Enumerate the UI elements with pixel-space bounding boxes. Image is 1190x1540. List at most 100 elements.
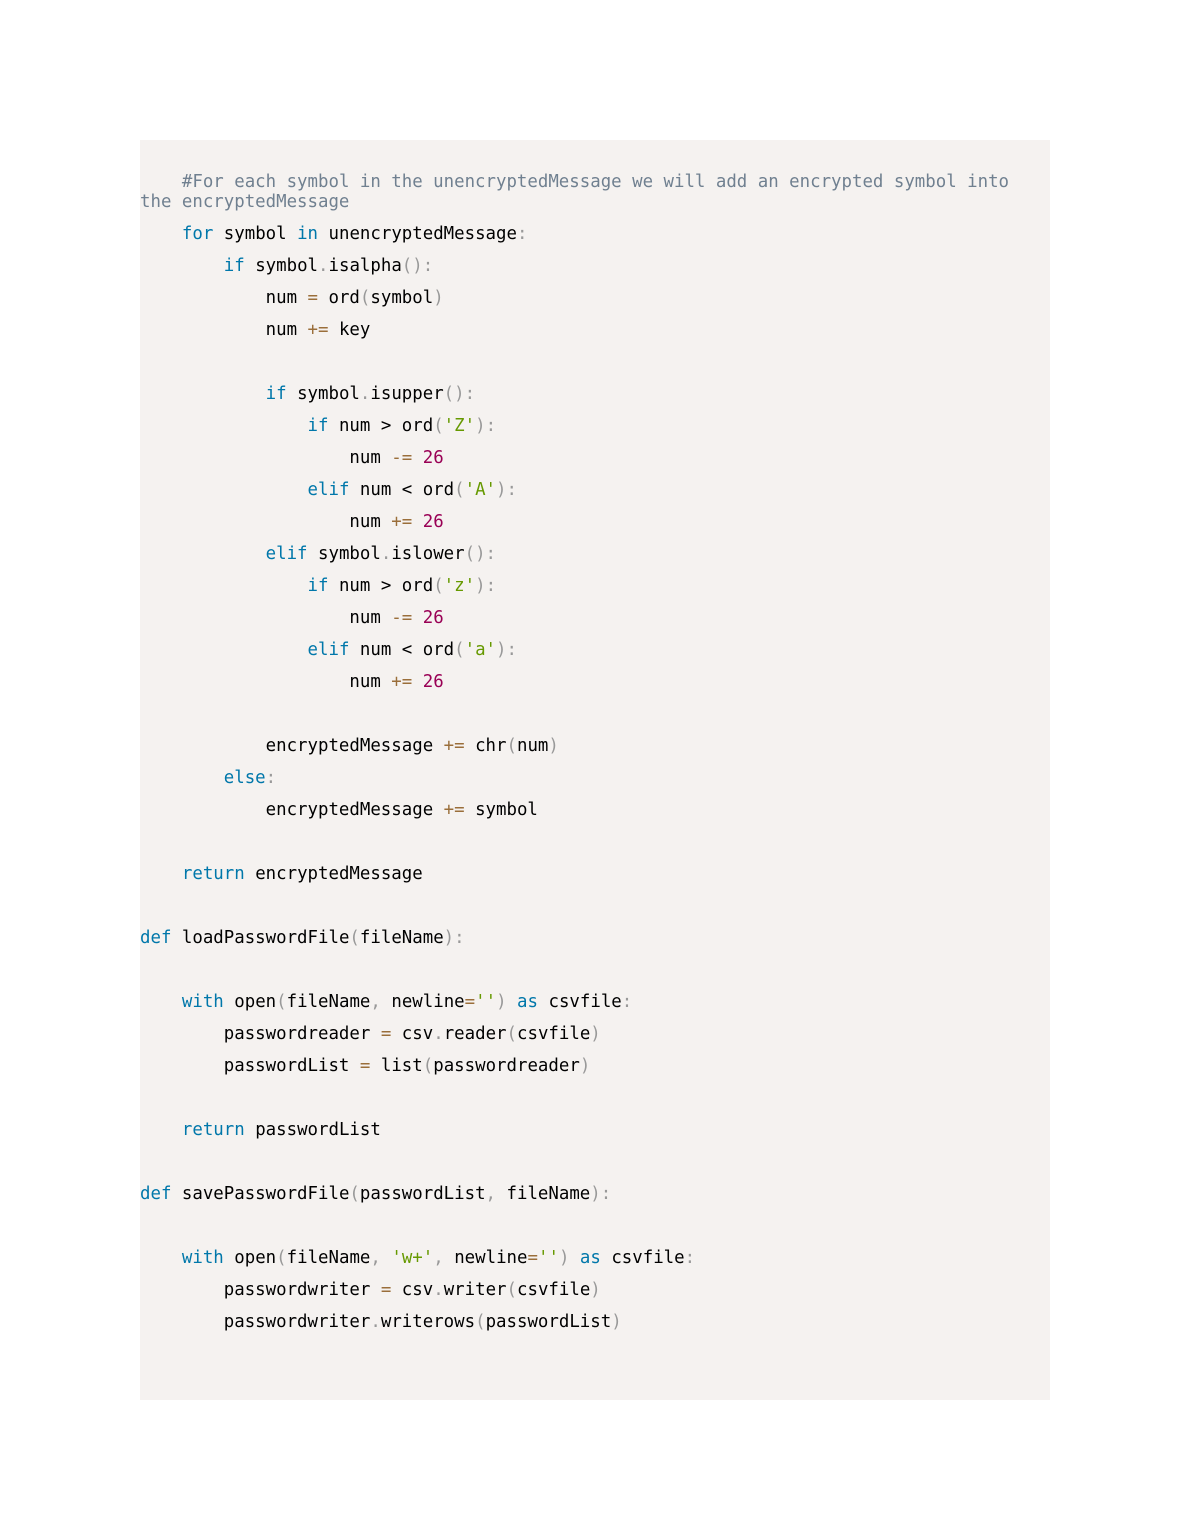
keyword-token: if — [307, 416, 329, 436]
code-text-token: ord — [318, 288, 360, 308]
code-text-token — [140, 640, 308, 660]
punctuation-token: . — [370, 1312, 381, 1332]
code-text-token: encryptedMessage — [140, 800, 444, 820]
code-text-token: fileName — [286, 1248, 371, 1268]
code-text-token — [140, 1248, 182, 1268]
punctuation-token: ) — [433, 288, 444, 308]
punctuation-token: ( — [349, 1184, 360, 1204]
number-token: 26 — [422, 672, 444, 692]
keyword-token: if — [265, 384, 287, 404]
punctuation-token: ): — [475, 576, 497, 596]
code-line: return passwordList — [140, 1120, 1050, 1140]
punctuation-token: : — [621, 992, 633, 1012]
keyword-token: in — [297, 224, 319, 244]
code-text-token — [412, 672, 422, 692]
punctuation-token: ): — [443, 928, 465, 948]
punctuation-token: ) — [590, 1280, 601, 1300]
code-text-token: csvfile — [517, 1280, 591, 1300]
code-text-token: reader — [443, 1024, 507, 1044]
punctuation-token: ): — [590, 1184, 612, 1204]
code-line: if symbol.isalpha(): — [140, 256, 1050, 276]
code-text-token: num > ord — [328, 416, 434, 436]
number-token: 26 — [422, 512, 444, 532]
code-text-token: symbol — [464, 800, 538, 820]
code-line: return encryptedMessage — [140, 864, 1050, 884]
keyword-token: with — [181, 992, 224, 1012]
punctuation-token: ( — [276, 1248, 287, 1268]
code-text-token — [140, 416, 308, 436]
operator-token: = — [464, 992, 476, 1012]
code-text-token: passwordList — [140, 1056, 360, 1076]
blank-line — [140, 704, 1050, 724]
punctuation-token: , — [370, 1248, 381, 1268]
string-token: 'Z' — [443, 416, 476, 436]
code-text-token — [140, 480, 308, 500]
punctuation-token: : — [684, 1248, 696, 1268]
punctuation-token: : — [265, 768, 277, 788]
code-line: with open(fileName, 'w+', newline='') as… — [140, 1248, 1050, 1268]
punctuation-token: . — [359, 384, 371, 404]
operator-token: += — [443, 800, 465, 820]
punctuation-token: ( — [454, 480, 465, 500]
code-text-token — [140, 224, 182, 244]
code-text-token: passwordreader — [433, 1056, 580, 1076]
punctuation-token: ( — [359, 288, 371, 308]
code-text-token: fileName — [359, 928, 444, 948]
keyword-token: elif — [265, 544, 308, 564]
code-text-token: symbol — [286, 384, 360, 404]
code-text-token: passwordList — [359, 1184, 486, 1204]
punctuation-token: ( — [475, 1312, 486, 1332]
code-text-token: passwordwriter — [140, 1312, 371, 1332]
code-line: for symbol in unencryptedMessage: — [140, 224, 1050, 244]
code-text-token: symbol — [307, 544, 381, 564]
punctuation-token: . — [318, 256, 329, 276]
operator-token: += — [443, 736, 465, 756]
code-text-token: isalpha — [328, 256, 402, 276]
operator-token: -= — [391, 608, 413, 628]
operator-token: += — [391, 672, 413, 692]
punctuation-token: , — [485, 1184, 497, 1204]
keyword-token: else — [223, 768, 266, 788]
code-line: passwordwriter.writerows(passwordList) — [140, 1312, 1050, 1332]
operator-token: = — [359, 1056, 371, 1076]
code-line: if num > ord('Z'): — [140, 416, 1050, 436]
punctuation-token: ( — [349, 928, 360, 948]
code-text-token: num > ord — [328, 576, 434, 596]
code-text-token — [507, 992, 517, 1012]
code-text-token — [140, 544, 266, 564]
code-text-token — [569, 1248, 579, 1268]
code-text-token: num — [140, 608, 392, 628]
code-text-token: num — [140, 320, 308, 340]
keyword-token: if — [307, 576, 329, 596]
keyword-token: return — [181, 864, 245, 884]
code-text-token: csvfile — [538, 992, 622, 1012]
punctuation-token: , — [433, 1248, 444, 1268]
code-text-token — [140, 576, 308, 596]
code-text-token — [412, 512, 422, 532]
punctuation-token: ( — [276, 992, 287, 1012]
code-text-token: writerows — [380, 1312, 476, 1332]
code-text-token: num — [140, 512, 392, 532]
blank-line — [140, 1088, 1050, 1108]
code-line: #For each symbol in the unencryptedMessa… — [140, 172, 1050, 212]
code-text-token — [140, 992, 182, 1012]
code-text-token: csvfile — [517, 1024, 591, 1044]
code-line: passwordwriter = csv.writer(csvfile) — [140, 1280, 1050, 1300]
punctuation-token: (): — [401, 256, 434, 276]
code-line: num -= 26 — [140, 448, 1050, 468]
code-text-token: symbol — [244, 256, 319, 276]
punctuation-token: (): — [464, 544, 497, 564]
punctuation-token: ): — [475, 416, 497, 436]
punctuation-token: ): — [496, 640, 517, 660]
punctuation-token: ( — [506, 1024, 517, 1044]
code-text-token: savePasswordFile — [171, 1184, 350, 1204]
code-text-token: writer — [443, 1280, 507, 1300]
operator-token: = — [380, 1024, 392, 1044]
string-token: '' — [475, 992, 497, 1012]
code-line: encryptedMessage += chr(num) — [140, 736, 1050, 756]
code-text-token: fileName — [496, 1184, 591, 1204]
punctuation-token: : — [516, 224, 528, 244]
code-line: elif num < ord('A'): — [140, 480, 1050, 500]
code-text-token — [140, 384, 266, 404]
comment-token: #For each symbol in the unencryptedMessa… — [140, 172, 1020, 212]
